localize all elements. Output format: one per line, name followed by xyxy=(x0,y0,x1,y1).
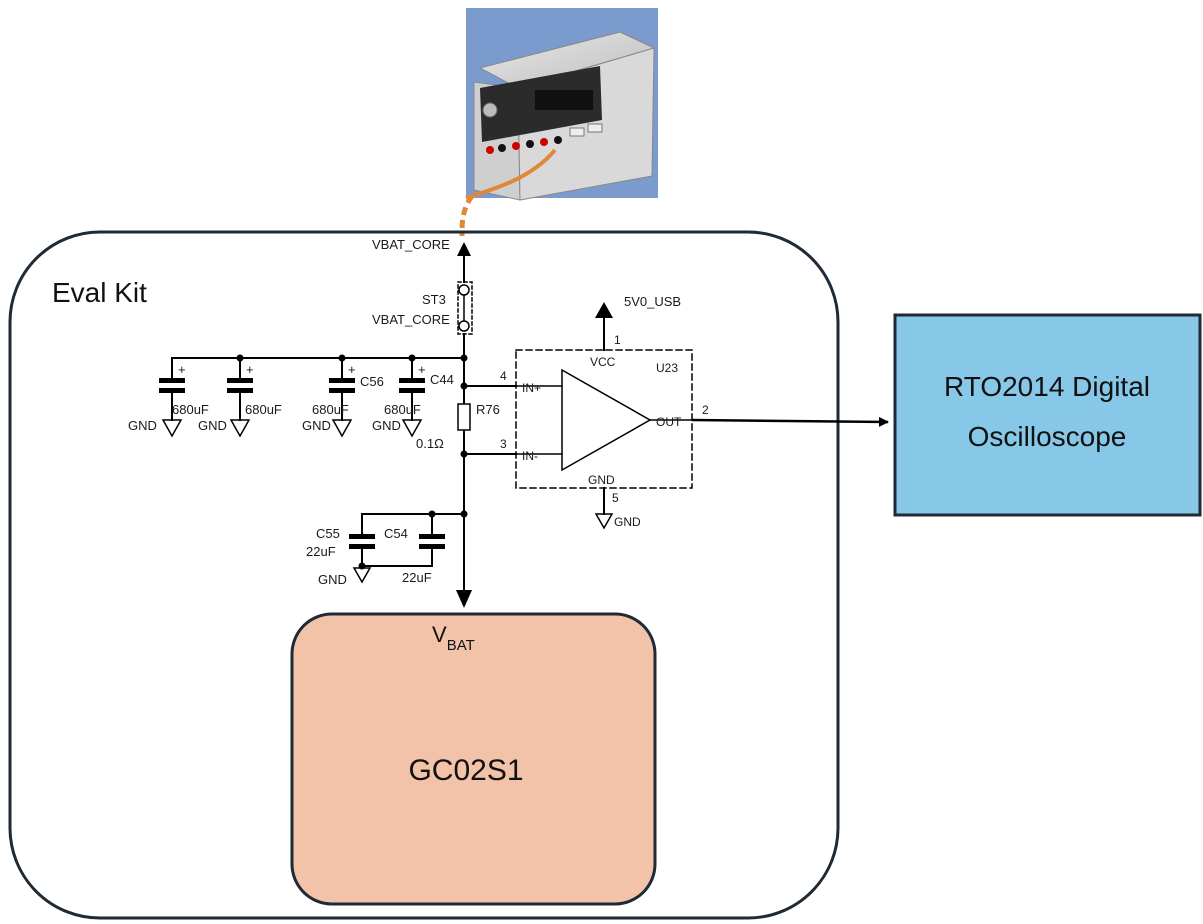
oscilloscope-box xyxy=(893,313,1202,517)
vbat-label: VBAT xyxy=(432,622,475,654)
vbat-core-top-label: VBAT_CORE xyxy=(372,237,450,252)
device-label: GC02S1 xyxy=(408,754,523,787)
gnd-d-label: GND xyxy=(372,418,401,433)
device-box xyxy=(290,612,657,906)
eval-kit-label: Eval Kit xyxy=(52,277,147,308)
pin1-label: 1 xyxy=(614,333,621,347)
cap-d-value: 680uF xyxy=(384,402,421,417)
c54-label: C54 xyxy=(384,526,408,541)
usb-supply-arrow xyxy=(595,302,613,318)
pin2-label: 2 xyxy=(702,403,709,417)
vbat-core-arrow xyxy=(457,242,471,256)
bench-power-supply-icon xyxy=(465,8,658,201)
pin3-label: 3 xyxy=(500,437,507,451)
gnd-chip-label: GND xyxy=(588,473,615,487)
capacitor-c55 xyxy=(349,513,375,567)
cap-a-value: 680uF xyxy=(172,402,209,417)
oscilloscope-label-line2: Oscilloscope xyxy=(968,421,1127,452)
capacitor-c56: + xyxy=(329,357,356,438)
svg-text:+: + xyxy=(246,362,254,377)
usb-label: 5V0_USB xyxy=(624,294,681,309)
c55-label: C55 xyxy=(316,526,340,541)
svg-text:+: + xyxy=(178,362,186,377)
gnd-b-label: GND xyxy=(198,418,227,433)
svg-text:+: + xyxy=(348,362,356,377)
st3-jumper xyxy=(457,281,473,335)
vbat-down-arrow xyxy=(456,590,472,608)
c56-label: C56 xyxy=(360,374,384,389)
in-minus-label: IN- xyxy=(522,449,538,463)
cap-c-value: 680uF xyxy=(312,402,349,417)
capacitor-c54 xyxy=(419,513,445,567)
svg-text:+: + xyxy=(418,362,426,377)
vbat-core-label-2: VBAT_CORE xyxy=(372,312,450,327)
gnd-a-label: GND xyxy=(128,418,157,433)
gnd-bottom-label: GND xyxy=(318,572,347,587)
eval-kit-border xyxy=(8,230,840,920)
pin5-label: 5 xyxy=(612,491,619,505)
r76-value: 0.1Ω xyxy=(416,436,444,451)
capacitor-a: + xyxy=(159,357,186,438)
vcc-label: VCC xyxy=(590,355,616,369)
st3-label: ST3 xyxy=(422,292,446,307)
in-plus-label: IN+ xyxy=(522,381,541,395)
c55-value: 22uF xyxy=(306,544,336,559)
pin4-label: 4 xyxy=(500,369,507,383)
oscilloscope-label-line1: RTO2014 Digital xyxy=(944,371,1150,402)
gnd-c-label: GND xyxy=(302,418,331,433)
capacitor-c44: + xyxy=(399,357,426,438)
capacitor-b: + xyxy=(227,357,254,438)
c44-label: C44 xyxy=(430,372,454,387)
power-cable xyxy=(459,194,475,237)
cap-b-value: 680uF xyxy=(245,402,282,417)
r76-label: R76 xyxy=(476,402,500,417)
u23-label: U23 xyxy=(656,361,678,375)
schematic: VBAT_CORE ST3 VBAT_CORE + 680uF GND xyxy=(128,237,709,608)
out-label: OUT xyxy=(656,415,682,429)
out-to-scope-arrow xyxy=(691,416,889,427)
gnd-right-label: GND xyxy=(614,515,641,529)
c54-value: 22uF xyxy=(402,570,432,585)
